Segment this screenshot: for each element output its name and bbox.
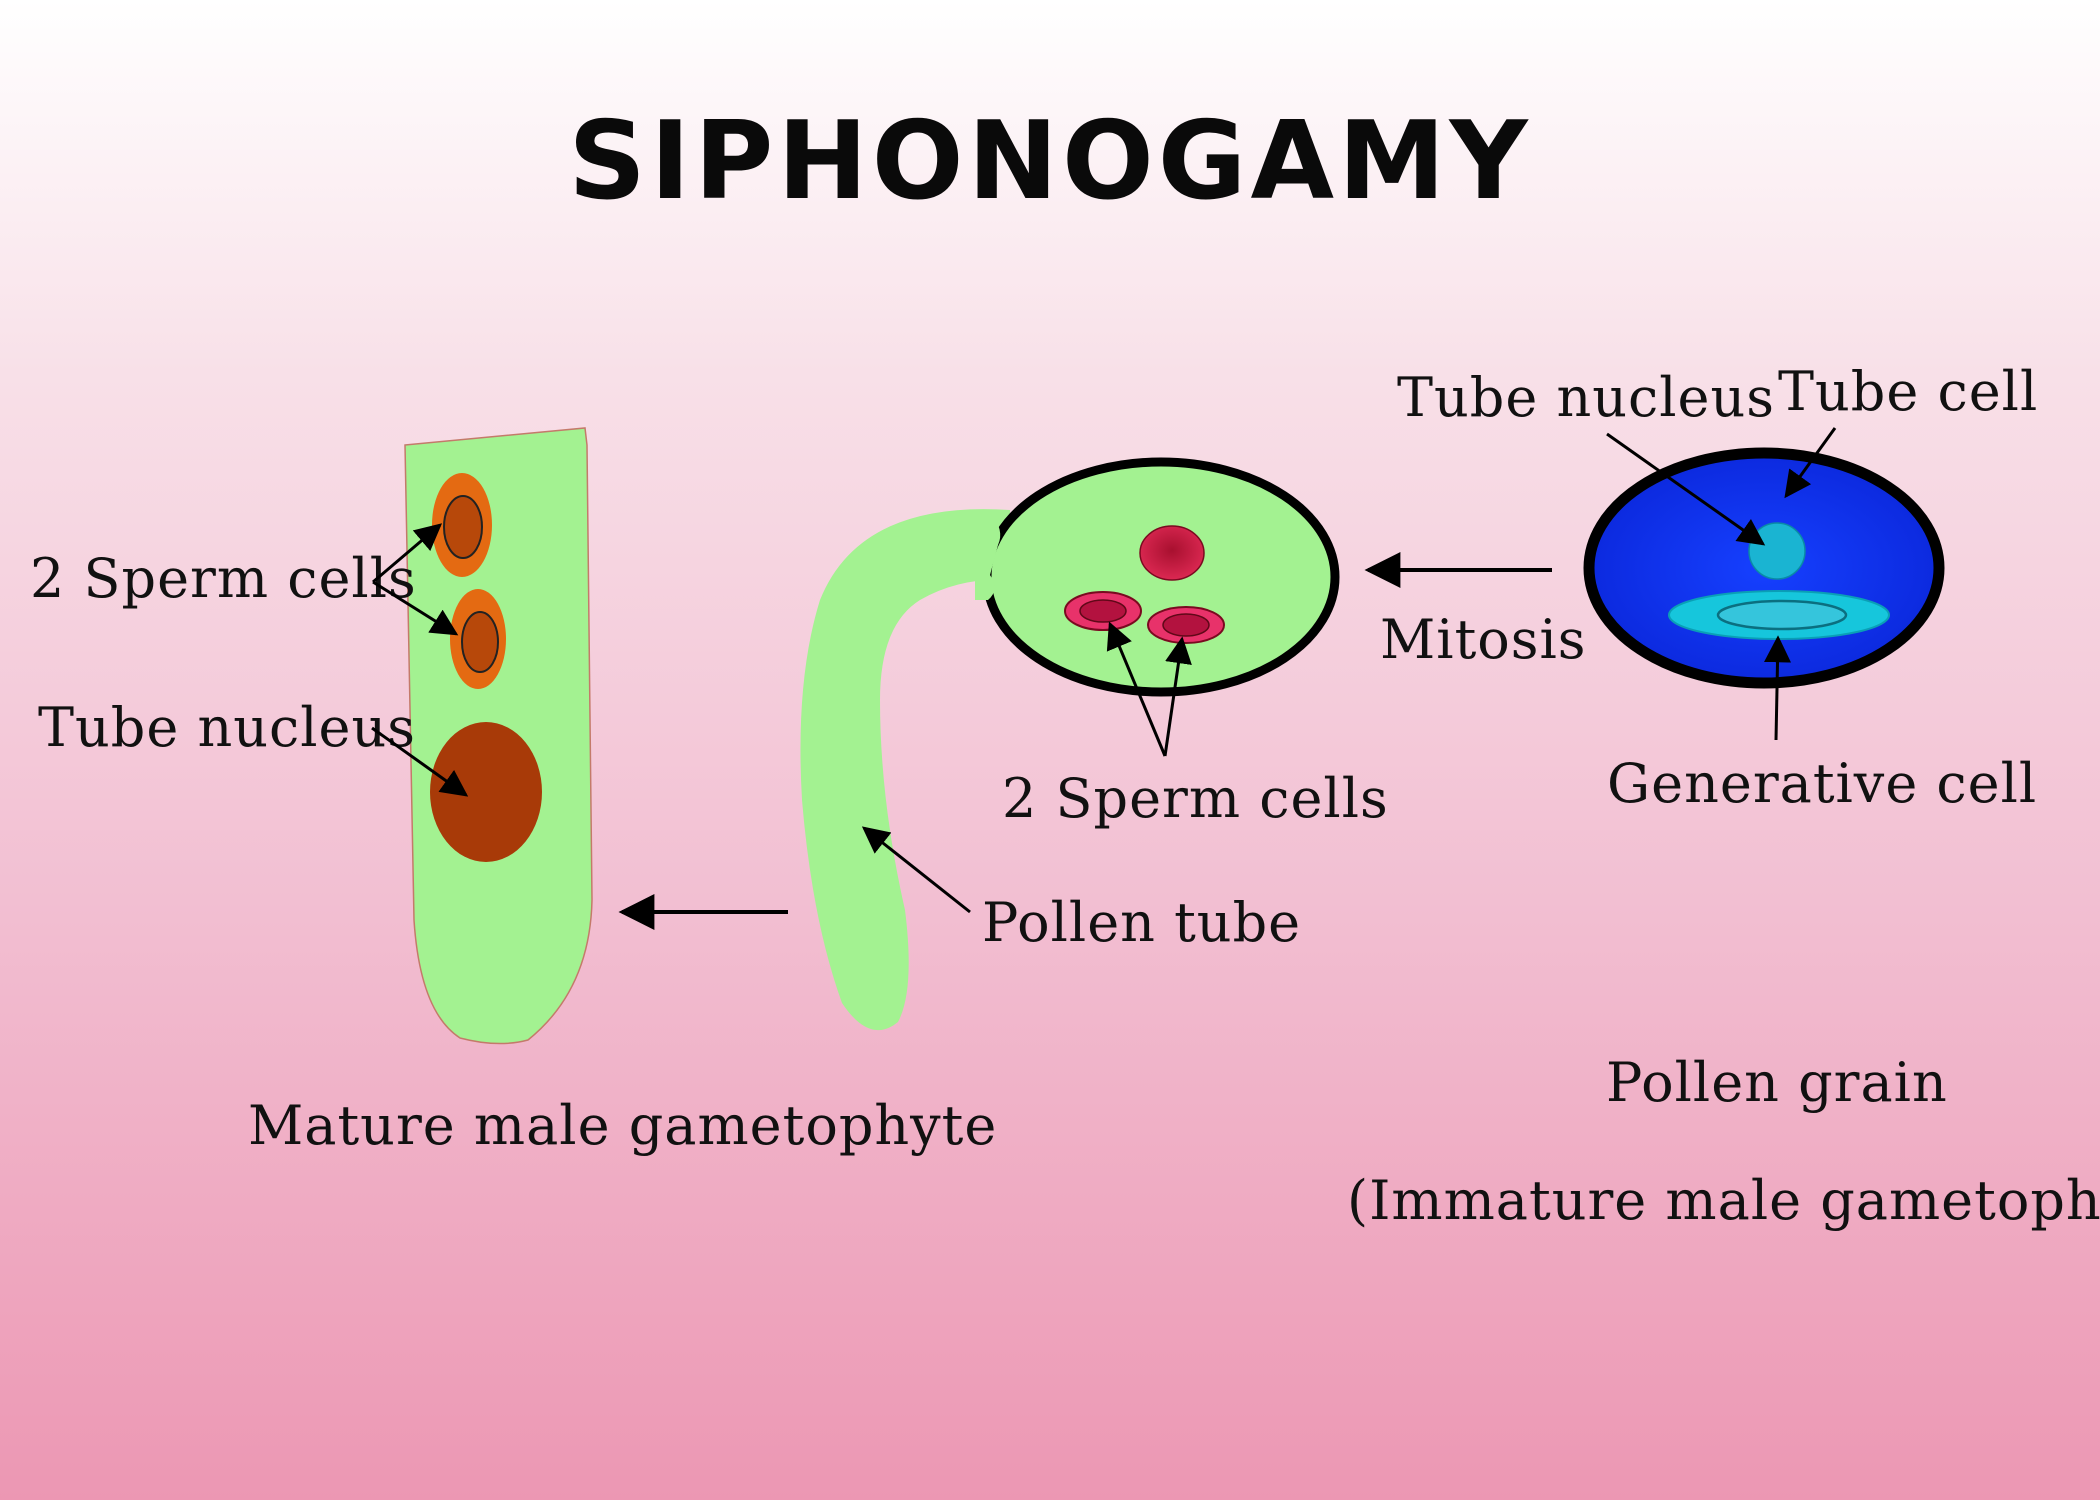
germinating-pollen: 2 Sperm cells Pollen tube xyxy=(800,457,1389,1031)
pollen-tube-nucleus xyxy=(1748,522,1806,580)
pollen-tube-nucleus-label: Tube nucleus xyxy=(1397,366,1775,429)
tube-junction xyxy=(975,512,1001,600)
germinating-sperm-label: 2 Sperm cells xyxy=(1002,767,1389,830)
pollen-grain: Tube nucleus Tube cell Generative cell P… xyxy=(1347,360,2100,1232)
generative-cell-nucleus xyxy=(1716,599,1848,631)
pollen-caption: Pollen grain xyxy=(1606,1051,1948,1114)
germinating-sperm-cell-left-inner xyxy=(1079,599,1127,623)
generative-cell-arrow xyxy=(1764,635,1792,741)
mature-sperm-cell-bottom-inner xyxy=(461,611,499,673)
mature-sperm-arrow-bottom xyxy=(372,580,459,636)
germinating-nucleus xyxy=(1139,525,1205,581)
tube-cell-label: Tube cell xyxy=(1778,360,2038,423)
mature-sperm-cell-top-inner xyxy=(443,495,483,559)
pollen-tube-label: Pollen tube xyxy=(982,891,1301,954)
pollen-tube xyxy=(800,509,1010,1031)
germinating-sperm-arrow-left xyxy=(1106,621,1167,757)
mature-nucleus-arrow xyxy=(371,726,469,797)
pollen-tube-nucleus-arrow xyxy=(1606,432,1766,546)
germinating-sperm-arrow-right xyxy=(1163,636,1192,757)
pollen-tube-arrow xyxy=(861,826,971,914)
mature-sperm-arrow-top xyxy=(372,523,443,584)
pollen-subcaption: (Immature male gametophyte) xyxy=(1347,1169,2100,1232)
mitosis-label: Mitosis xyxy=(1380,608,1586,671)
mature-nucleus-label: Tube nucleus xyxy=(38,696,416,759)
generative-cell-label: Generative cell xyxy=(1607,752,2037,815)
page-title: SIPHONOGAMY xyxy=(568,99,1531,224)
mature-sperm-label: 2 Sperm cells xyxy=(30,547,417,610)
germinating-sperm-cell-right-inner xyxy=(1162,613,1210,637)
mature-gametophyte: 2 Sperm cells Tube nucleus Mature male g… xyxy=(30,427,997,1157)
mature-tube-nucleus xyxy=(430,722,542,862)
mature-caption: Mature male gametophyte xyxy=(248,1094,997,1157)
tube-cell-arrow xyxy=(1784,427,1837,499)
